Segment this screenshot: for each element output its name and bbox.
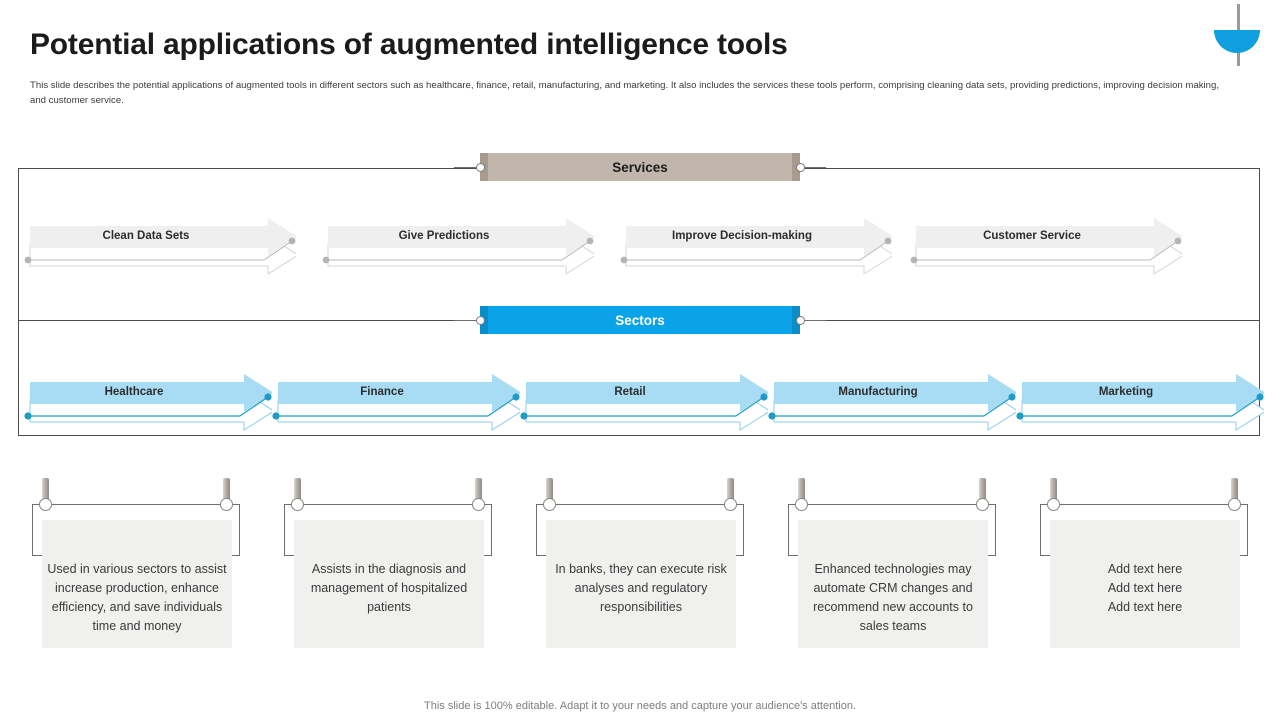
service-arrow-0[interactable]: Clean Data Sets xyxy=(24,210,296,280)
info-card-1[interactable]: Assists in the diagnosis and management … xyxy=(280,478,496,658)
card-text-1: Assists in the diagnosis and management … xyxy=(310,562,468,614)
sectors-banner[interactable]: Sectors xyxy=(454,306,826,334)
sector-arrow-graphic-2 xyxy=(520,374,768,431)
card-ring-right-icon-2 xyxy=(724,498,737,511)
card-pin-right-icon-4 xyxy=(1231,478,1238,504)
card-ring-left-icon-3 xyxy=(795,498,808,511)
sector-arrow-label-2: Retail xyxy=(614,386,646,398)
service-arrow-1[interactable]: Give Predictions xyxy=(322,210,594,280)
sectors-banner-label: Sectors xyxy=(615,312,665,328)
card-panel-1: Assists in the diagnosis and management … xyxy=(294,520,484,648)
card-ring-right-icon-1 xyxy=(472,498,485,511)
sectors-banner-knob-left xyxy=(475,315,485,325)
sector-arrow-0[interactable]: Healthcare xyxy=(24,366,272,436)
card-ring-right-icon-0 xyxy=(220,498,233,511)
sector-arrow-label-0: Healthcare xyxy=(104,386,164,398)
service-arrow-2[interactable]: Improve Decision-making xyxy=(620,210,892,280)
page-subtitle: This slide describes the potential appli… xyxy=(30,80,1220,106)
service-arrow-body-0: Clean Data Sets xyxy=(24,218,296,254)
logo-bowl-icon xyxy=(1214,30,1260,53)
info-card-0[interactable]: Used in various sectors to assist increa… xyxy=(28,478,244,658)
card-pin-left-icon-4 xyxy=(1050,478,1057,504)
sector-arrow-label-1: Finance xyxy=(360,386,404,398)
card-pin-left-icon-0 xyxy=(42,478,49,504)
sector-arrow-body-1: Finance xyxy=(272,374,520,410)
info-card-3[interactable]: Enhanced technologies may automate CRM c… xyxy=(784,478,1000,658)
card-panel-3: Enhanced technologies may automate CRM c… xyxy=(798,520,988,648)
card-text-0: Used in various sectors to assist increa… xyxy=(47,562,227,633)
sector-arrow-body-4: Marketing xyxy=(1016,374,1264,410)
card-pin-right-icon-1 xyxy=(475,478,482,504)
service-arrow-graphic-0 xyxy=(24,218,296,275)
card-ring-left-icon-2 xyxy=(543,498,556,511)
services-banner-tail-right xyxy=(804,167,826,168)
card-panel-0: Used in various sectors to assist increa… xyxy=(42,520,232,648)
services-banner[interactable]: Services xyxy=(454,153,826,181)
service-arrow-label-0: Clean Data Sets xyxy=(102,230,190,242)
service-arrow-label-3: Customer Service xyxy=(983,230,1081,242)
services-arrow-row: Clean Data Sets Give Predictions xyxy=(0,210,1280,280)
card-panel-4: Add text here Add text here Add text her… xyxy=(1050,520,1240,648)
sector-arrow-body-2: Retail xyxy=(520,374,768,410)
sector-arrow-label-3: Manufacturing xyxy=(838,386,918,398)
card-panel-2: In banks, they can execute risk analyses… xyxy=(546,520,736,648)
services-banner-label: Services xyxy=(612,159,668,175)
sector-arrow-graphic-4 xyxy=(1016,374,1264,431)
service-arrow-body-1: Give Predictions xyxy=(322,218,594,254)
service-arrow-label-1: Give Predictions xyxy=(398,230,490,242)
services-banner-knob-right xyxy=(795,162,805,172)
sector-arrow-3[interactable]: Manufacturing xyxy=(768,366,1016,436)
services-banner-knob-left xyxy=(475,162,485,172)
sector-arrow-graphic-1 xyxy=(272,374,520,431)
service-arrow-body-2: Improve Decision-making xyxy=(620,218,892,254)
brand-logo-icon xyxy=(1210,4,1266,66)
sector-arrow-graphic-0 xyxy=(24,374,272,431)
card-pin-left-icon-2 xyxy=(546,478,553,504)
sectors-arrow-row: Healthcare Finance xyxy=(0,366,1280,436)
card-ring-right-icon-4 xyxy=(1228,498,1241,511)
card-ring-right-icon-3 xyxy=(976,498,989,511)
service-arrow-label-2: Improve Decision-making xyxy=(672,230,812,242)
services-banner-tail-left xyxy=(454,167,476,168)
service-arrow-graphic-1 xyxy=(322,218,594,275)
service-arrow-body-3: Customer Service xyxy=(910,218,1182,254)
card-pin-right-icon-3 xyxy=(979,478,986,504)
card-pin-left-icon-1 xyxy=(294,478,301,504)
sector-arrow-1[interactable]: Finance xyxy=(272,366,520,436)
sector-arrow-body-3: Manufacturing xyxy=(768,374,1016,410)
service-arrow-3[interactable]: Customer Service xyxy=(910,210,1182,280)
info-card-4[interactable]: Add text here Add text here Add text her… xyxy=(1036,478,1252,658)
card-ring-left-icon-4 xyxy=(1047,498,1060,511)
card-pin-left-icon-3 xyxy=(798,478,805,504)
card-ring-left-icon-1 xyxy=(291,498,304,511)
service-arrow-graphic-3 xyxy=(910,218,1182,275)
card-pin-right-icon-2 xyxy=(727,478,734,504)
sector-arrow-label-4: Marketing xyxy=(1098,386,1154,398)
service-arrow-graphic-2 xyxy=(620,218,892,275)
sectors-banner-tail-right xyxy=(804,320,826,321)
card-text-2: In banks, they can execute risk analyses… xyxy=(555,562,727,614)
info-card-2[interactable]: In banks, they can execute risk analyses… xyxy=(532,478,748,658)
card-ring-left-icon-0 xyxy=(39,498,52,511)
page-title: Potential applications of augmented inte… xyxy=(30,28,788,61)
card-text-3: Enhanced technologies may automate CRM c… xyxy=(813,562,973,633)
sectors-banner-knob-right xyxy=(795,315,805,325)
sector-arrow-4[interactable]: Marketing xyxy=(1016,366,1264,436)
sectors-banner-tail-left xyxy=(454,320,476,321)
sector-arrow-body-0: Healthcare xyxy=(24,374,272,410)
footer-note: This slide is 100% editable. Adapt it to… xyxy=(424,700,856,712)
sector-arrow-graphic-3 xyxy=(768,374,1016,431)
card-pin-right-icon-0 xyxy=(223,478,230,504)
sector-arrow-2[interactable]: Retail xyxy=(520,366,768,436)
card-text-4: Add text here Add text here Add text her… xyxy=(1107,562,1183,614)
